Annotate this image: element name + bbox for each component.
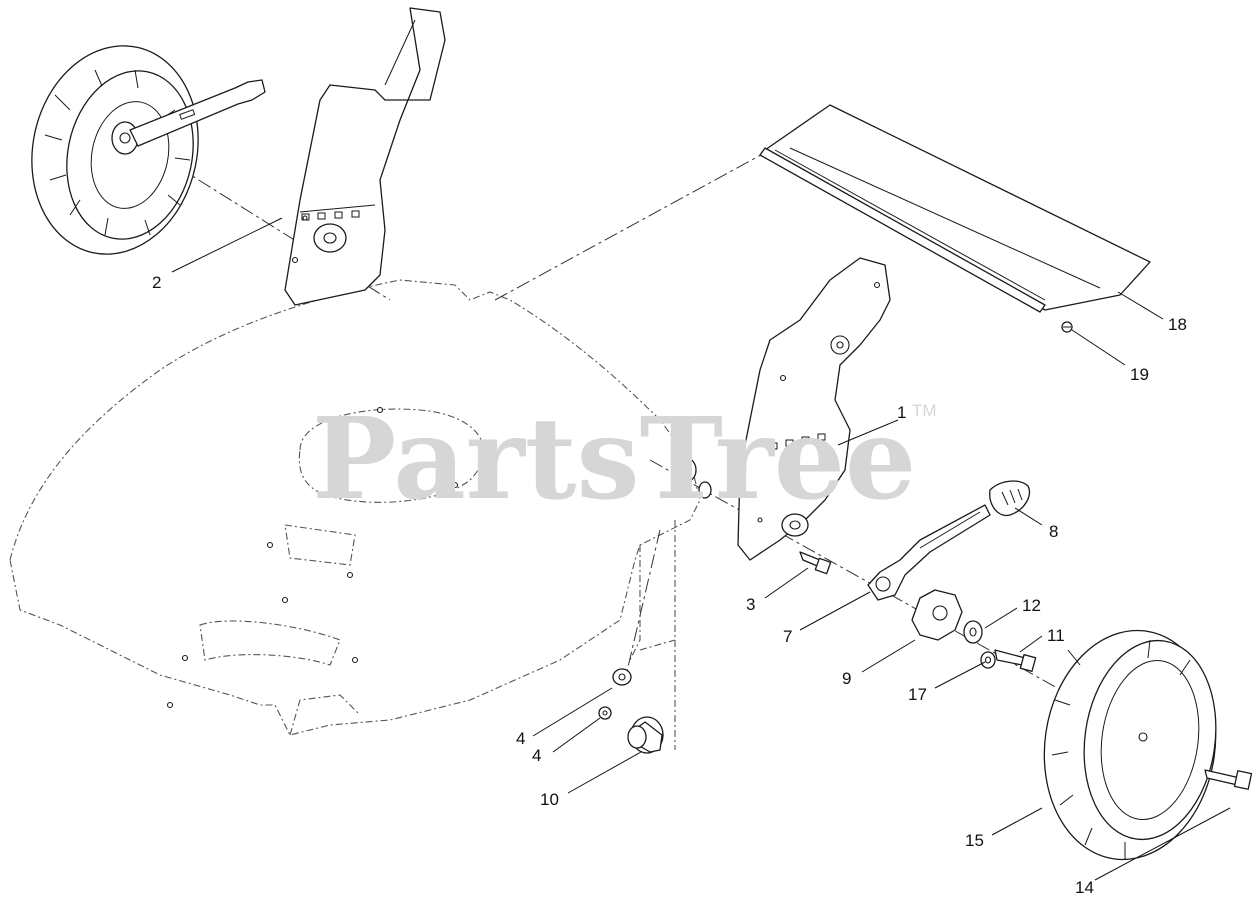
callout-18: 18 [1168, 315, 1187, 334]
right-wheel-15 [1043, 629, 1217, 861]
washer-12 [963, 620, 983, 644]
callout-12: 12 [1022, 596, 1041, 615]
leader-lines [171, 217, 1231, 881]
callout-1: 1 [897, 403, 906, 422]
wheel-bolt-14 [1204, 769, 1253, 790]
washer-17 [980, 651, 996, 669]
callout-4a: 4 [516, 729, 525, 748]
left-wheel-assembly [31, 45, 266, 255]
callout-15: 15 [965, 831, 984, 850]
rear-baffle-rod [759, 104, 1151, 313]
callout-11: 11 [1047, 626, 1065, 645]
callout-labels: 2 18 19 1 8 3 7 12 11 9 17 4 4 10 15 14 [152, 273, 1187, 897]
watermark-brand: PartsTree [312, 394, 916, 525]
mower-deck [9, 279, 701, 750]
left-height-bracket [284, 7, 446, 306]
callout-8: 8 [1049, 522, 1058, 541]
callout-14: 14 [1075, 878, 1094, 897]
callout-10: 10 [540, 790, 559, 809]
nut-4b [598, 706, 612, 720]
deck-spacers [679, 458, 712, 499]
bolt-11 [994, 649, 1037, 672]
height-lever-7 [867, 504, 991, 601]
watermark: PartsTree TM [312, 394, 937, 525]
callout-9: 9 [842, 669, 851, 688]
screw-19 [1061, 321, 1073, 333]
watermark-trademark: TM [912, 401, 937, 420]
bushing-10 [627, 716, 664, 754]
right-height-bracket [737, 257, 891, 561]
pivot-plate-9 [911, 589, 963, 641]
nut-4a [612, 668, 632, 686]
callout-19: 19 [1130, 365, 1149, 384]
callout-3: 3 [746, 595, 755, 614]
lever-knob-8 [989, 480, 1031, 517]
callout-7: 7 [783, 627, 792, 646]
callout-17: 17 [908, 685, 927, 704]
bolt-3 [799, 551, 832, 575]
callout-4b: 4 [532, 746, 541, 765]
callout-2: 2 [152, 273, 161, 292]
